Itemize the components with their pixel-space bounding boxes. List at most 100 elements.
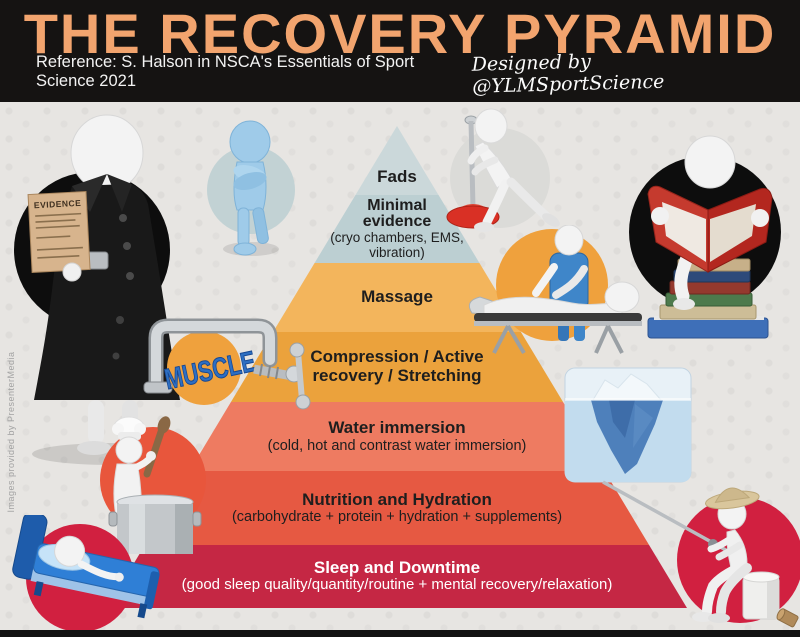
- chef-cooking-illustration: [100, 416, 206, 554]
- figure-arm: [467, 144, 489, 165]
- level-title: Nutrition and Hydration: [302, 489, 492, 509]
- figure-foot: [542, 213, 560, 227]
- chef-hand: [146, 451, 156, 461]
- cryotherapy-figure-illustration: [207, 120, 295, 256]
- bucket-shading: [767, 577, 779, 619]
- fisherman-leg: [716, 563, 752, 617]
- level-subtitle: (carbohydrate + protein + hydration + su…: [231, 509, 563, 526]
- table-pad: [474, 313, 642, 322]
- bed-leg: [33, 581, 44, 597]
- tin-can: [776, 608, 799, 628]
- iceberg-facet: [609, 400, 635, 438]
- level-title: Compression / Active recovery / Stretchi…: [310, 347, 484, 385]
- plunger-handle: [468, 120, 476, 209]
- massage-table-illustration: [468, 225, 642, 355]
- book-inner-pages: [662, 202, 706, 262]
- level-title: Massage: [361, 287, 433, 307]
- masseur-arm: [552, 265, 588, 299]
- figure-front-leg: [482, 179, 510, 227]
- figure-hand: [651, 207, 669, 225]
- clamp-foot-pad: [143, 381, 173, 394]
- figure-foot: [673, 298, 695, 310]
- screw-thread: [259, 363, 263, 377]
- fisherman-arm: [715, 541, 744, 561]
- level-title: Fads: [377, 167, 417, 187]
- screw-thread: [267, 365, 271, 379]
- clamp-t-handle: [295, 351, 305, 401]
- iceberg-illustration: [564, 367, 692, 483]
- figure-hand: [62, 262, 82, 282]
- fisherman-leg: [702, 561, 748, 617]
- figure-head: [474, 108, 508, 144]
- figure-head: [684, 135, 736, 189]
- waterline: [565, 398, 691, 401]
- clamp-frame: [151, 321, 275, 391]
- masseur-arm: [532, 263, 558, 297]
- designer-credit: Designed by @YLMSportScience: [471, 50, 665, 98]
- screw-thread: [275, 366, 279, 380]
- pot-highlight: [129, 504, 145, 554]
- figure-foot: [233, 242, 257, 256]
- orange-circle-backdrop: [167, 331, 241, 405]
- coat-button: [116, 316, 124, 324]
- header-banner: THE RECOVERY PYRAMID Reference: S. Halso…: [0, 0, 800, 102]
- figure-leg-crossed: [252, 207, 269, 245]
- book: [647, 317, 769, 339]
- coat-button: [126, 272, 134, 280]
- footboard: [144, 571, 160, 610]
- level-subtitle: (good sleep quality/quantity/routine + m…: [181, 576, 613, 594]
- level-title: Minimal evidence: [362, 196, 432, 231]
- coat-collar-left: [72, 174, 107, 212]
- pot-handle: [192, 511, 202, 527]
- muscle-clamp-illustration: MUSCLE: [143, 318, 311, 410]
- spoon-handle: [143, 422, 167, 478]
- iceberg-facet: [633, 404, 653, 448]
- fisherman-arm: [707, 532, 739, 553]
- book-inner-pages: [710, 204, 756, 262]
- reading-figure-illustration: [629, 135, 781, 339]
- pot-handle: [108, 511, 118, 527]
- coat-button: [123, 242, 131, 250]
- figure-leg: [237, 207, 250, 247]
- figure-head: [229, 120, 271, 164]
- bed: [12, 515, 160, 619]
- chef-head: [115, 436, 143, 464]
- fisherman-foot: [708, 613, 730, 623]
- coat-collar-right: [107, 174, 132, 212]
- evidence-paper: EVIDENCE: [27, 191, 91, 273]
- figure-back-leg: [506, 177, 551, 221]
- bed-leg: [137, 603, 148, 619]
- table-frame: [474, 321, 642, 326]
- crossed-arm: [233, 171, 267, 191]
- bucket-rim: [742, 571, 780, 583]
- table-legs: [492, 324, 624, 355]
- level-title: Sleep and Downtime: [313, 557, 481, 577]
- handle-ball: [295, 394, 311, 410]
- sleeping-bed-illustration: [12, 515, 160, 632]
- header-subtitle-row: Reference: S. Halson in NSCA's Essential…: [0, 50, 800, 98]
- pyramid-level-sleep: Sleep and Downtime (good sleep quality/q…: [107, 545, 687, 608]
- reference-text: Reference: S. Halson in NSCA's Essential…: [36, 53, 415, 90]
- figure-foot: [474, 222, 494, 232]
- figure-arm: [471, 156, 499, 176]
- patient-head: [604, 281, 640, 313]
- pot-shadow: [175, 504, 193, 554]
- fisherman-illustration: [602, 480, 800, 628]
- level-subtitle: (cold, hot and contrast water immersion): [267, 437, 527, 454]
- coat-button: [112, 352, 120, 360]
- sleeper-head: [54, 535, 86, 567]
- level-subtitle: (cryo chambers, EMS, vibration): [330, 230, 464, 260]
- handle-ball: [289, 342, 305, 358]
- figure-head: [70, 114, 144, 192]
- page-title: THE RECOVERY PYRAMID: [23, 2, 777, 65]
- coat-button: [119, 214, 127, 222]
- sleeper-arm: [77, 560, 121, 581]
- bottom-black-bar: [0, 630, 800, 637]
- figure-foot: [77, 441, 111, 455]
- book: [659, 304, 757, 320]
- figure-leg: [88, 400, 104, 444]
- plunger-figure-illustration: [446, 108, 560, 232]
- level-title: Water immersion: [328, 418, 466, 438]
- evidence-label: EVIDENCE: [34, 198, 82, 210]
- masseur-head: [554, 225, 584, 256]
